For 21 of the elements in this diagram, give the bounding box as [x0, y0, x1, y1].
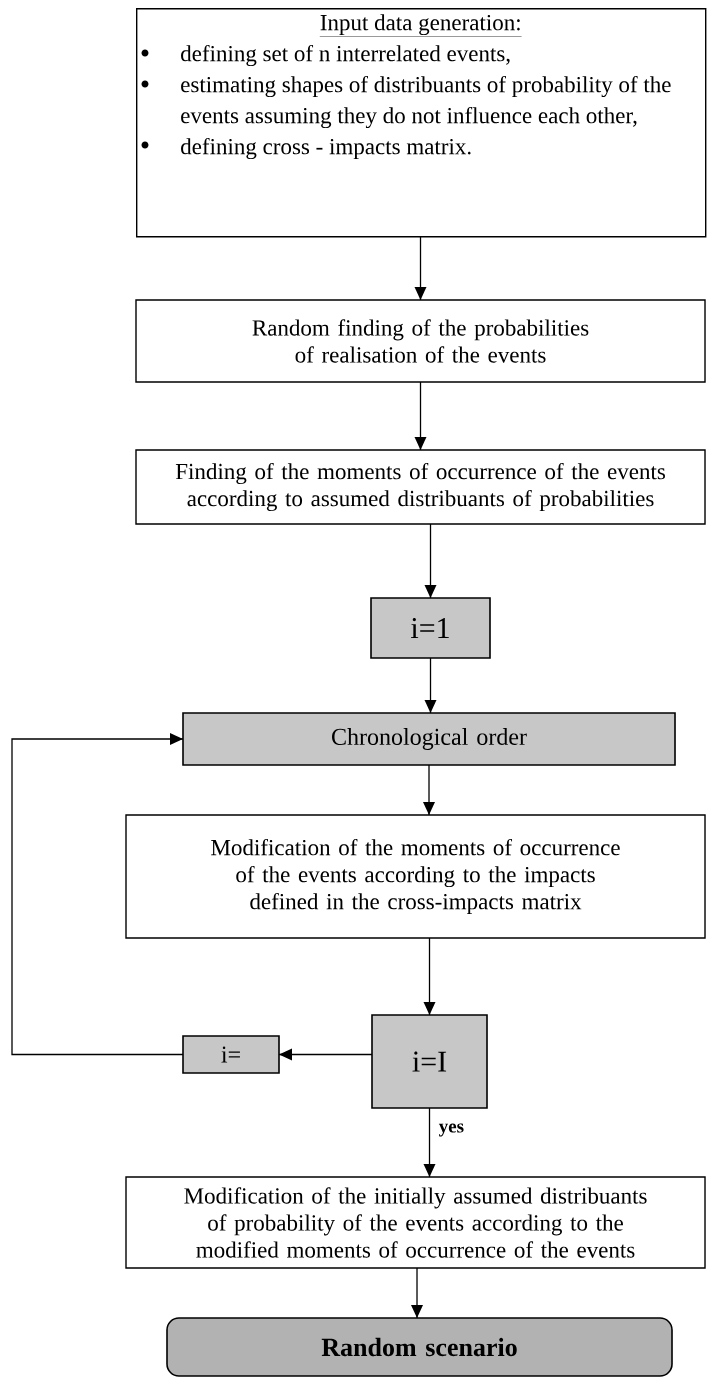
process-box: Finding of the moments of occurrence of the events according to assumed distribuants of probabilities [135, 449, 706, 525]
arrow [414, 381, 427, 451]
process-box: Chronological order [182, 712, 676, 766]
process-box: i=1 [370, 597, 491, 659]
arrow [424, 657, 437, 714]
arrow [423, 764, 435, 816]
process-box: i=I [371, 1014, 488, 1109]
arrow [278, 1048, 373, 1061]
arrow [423, 1107, 436, 1178]
process-box: Modification of the initially assumed distribuants of probability of the events according to the modified moments of occurrence of the events [125, 1176, 706, 1269]
edge-label: yes [438, 1123, 464, 1137]
arrow [423, 937, 436, 1016]
process-box: Input data generation: defining set of n interrelated events, estimating shapes of distribuants of probability of the events assuming they do not influence each other, defining cross - impacts matrix. [136, 7, 707, 238]
arrow [11, 733, 184, 1056]
terminal-box: Random scenario [166, 1317, 673, 1377]
process-box: i= [182, 1035, 280, 1074]
process-box: Modification of the moments of occurrence of the events according to the impacts defined in the cross-impacts matrix [125, 814, 706, 939]
arrow [414, 235, 427, 301]
arrow [424, 523, 437, 599]
arrow [411, 1267, 423, 1319]
process-box: Random finding of the probabilities of realisation of the events [135, 299, 706, 383]
